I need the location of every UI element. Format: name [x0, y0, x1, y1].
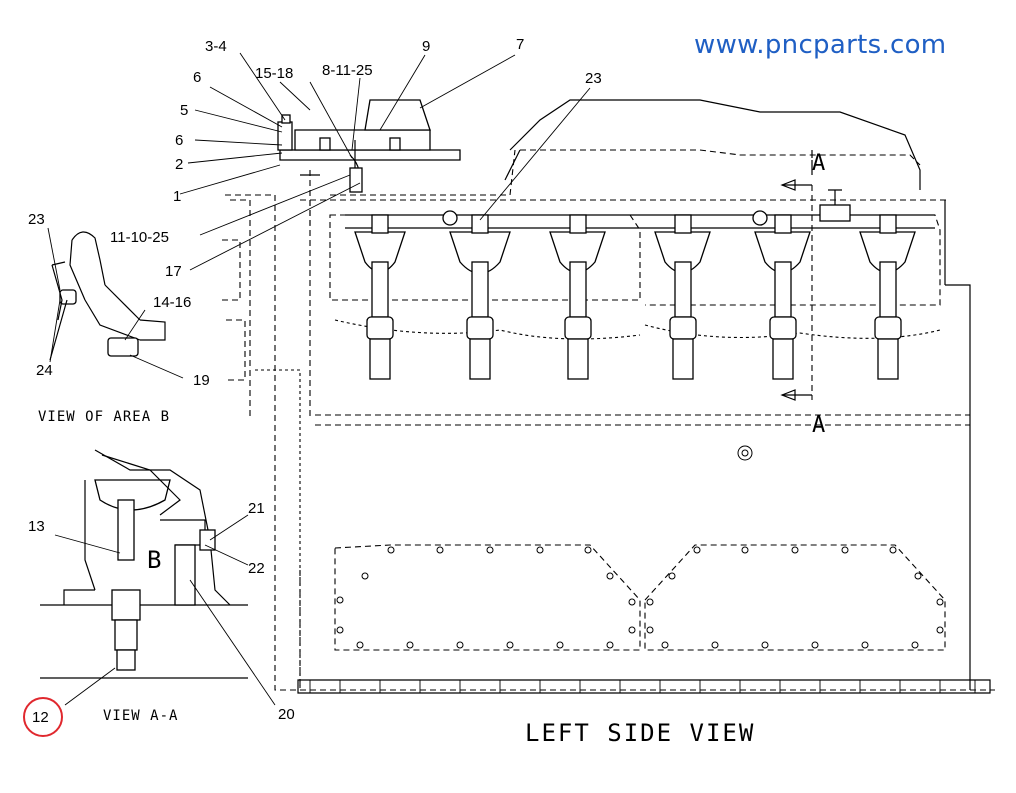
- side-cover-plate-2: [644, 544, 946, 651]
- callout-12: 12: [32, 709, 49, 726]
- coil-5: [754, 214, 811, 380]
- callout-1: 1: [173, 188, 181, 205]
- highlight-circle: [23, 697, 63, 737]
- callout-22: 22: [248, 560, 265, 577]
- callout-8-11-25: 8-11-25: [322, 62, 373, 79]
- coil-4: [654, 214, 711, 380]
- area-b-marker: B: [147, 546, 161, 574]
- callout-5: 5: [180, 102, 188, 119]
- callout-7: 7: [516, 36, 524, 53]
- coil-3: [549, 214, 606, 380]
- engine-left-side-view: [222, 99, 995, 694]
- watermark-url: www.pncparts.com: [694, 30, 947, 60]
- section-marker-bottom: A: [812, 413, 825, 438]
- callout-3-4: 3-4: [205, 38, 227, 55]
- callout-15-18: 15-18: [255, 65, 293, 82]
- callout-6-top: 6: [193, 69, 201, 86]
- cover-bolts: [336, 546, 944, 649]
- callout-13: 13: [28, 518, 45, 535]
- coil-2: [449, 214, 511, 380]
- callout-21: 21: [248, 500, 265, 517]
- leader-lines: [47, 52, 591, 706]
- coil-1: [354, 214, 406, 380]
- section-marker-top: A: [812, 151, 825, 176]
- callout-23-area-b: 23: [28, 211, 45, 228]
- callout-19: 19: [193, 372, 210, 389]
- callout-2: 2: [175, 156, 183, 173]
- left-side-view-label: LEFT SIDE VIEW: [525, 719, 755, 747]
- callout-9: 9: [422, 38, 430, 55]
- callout-17: 17: [165, 263, 182, 280]
- callout-labels: 3-4 15-18 8-11-25 9 7 6 5 6 2 1 11-10-25…: [23, 36, 602, 737]
- callout-14-16: 14-16: [153, 294, 191, 311]
- view-aa-detail: [40, 449, 248, 679]
- callout-24: 24: [36, 362, 53, 379]
- view-aa-label: VIEW A-A: [103, 708, 178, 724]
- callout-23-main: 23: [585, 70, 602, 87]
- callout-11-10-25: 11-10-25: [110, 229, 169, 246]
- callout-20: 20: [278, 706, 295, 723]
- coil-6: [859, 214, 916, 380]
- view-area-b-label: VIEW OF AREA B: [38, 409, 170, 425]
- view-area-b-detail: [49, 231, 166, 361]
- callout-6-bottom: 6: [175, 132, 183, 149]
- sensor-bracket-assembly: [225, 99, 461, 225]
- side-cover-plate-1: [334, 544, 641, 651]
